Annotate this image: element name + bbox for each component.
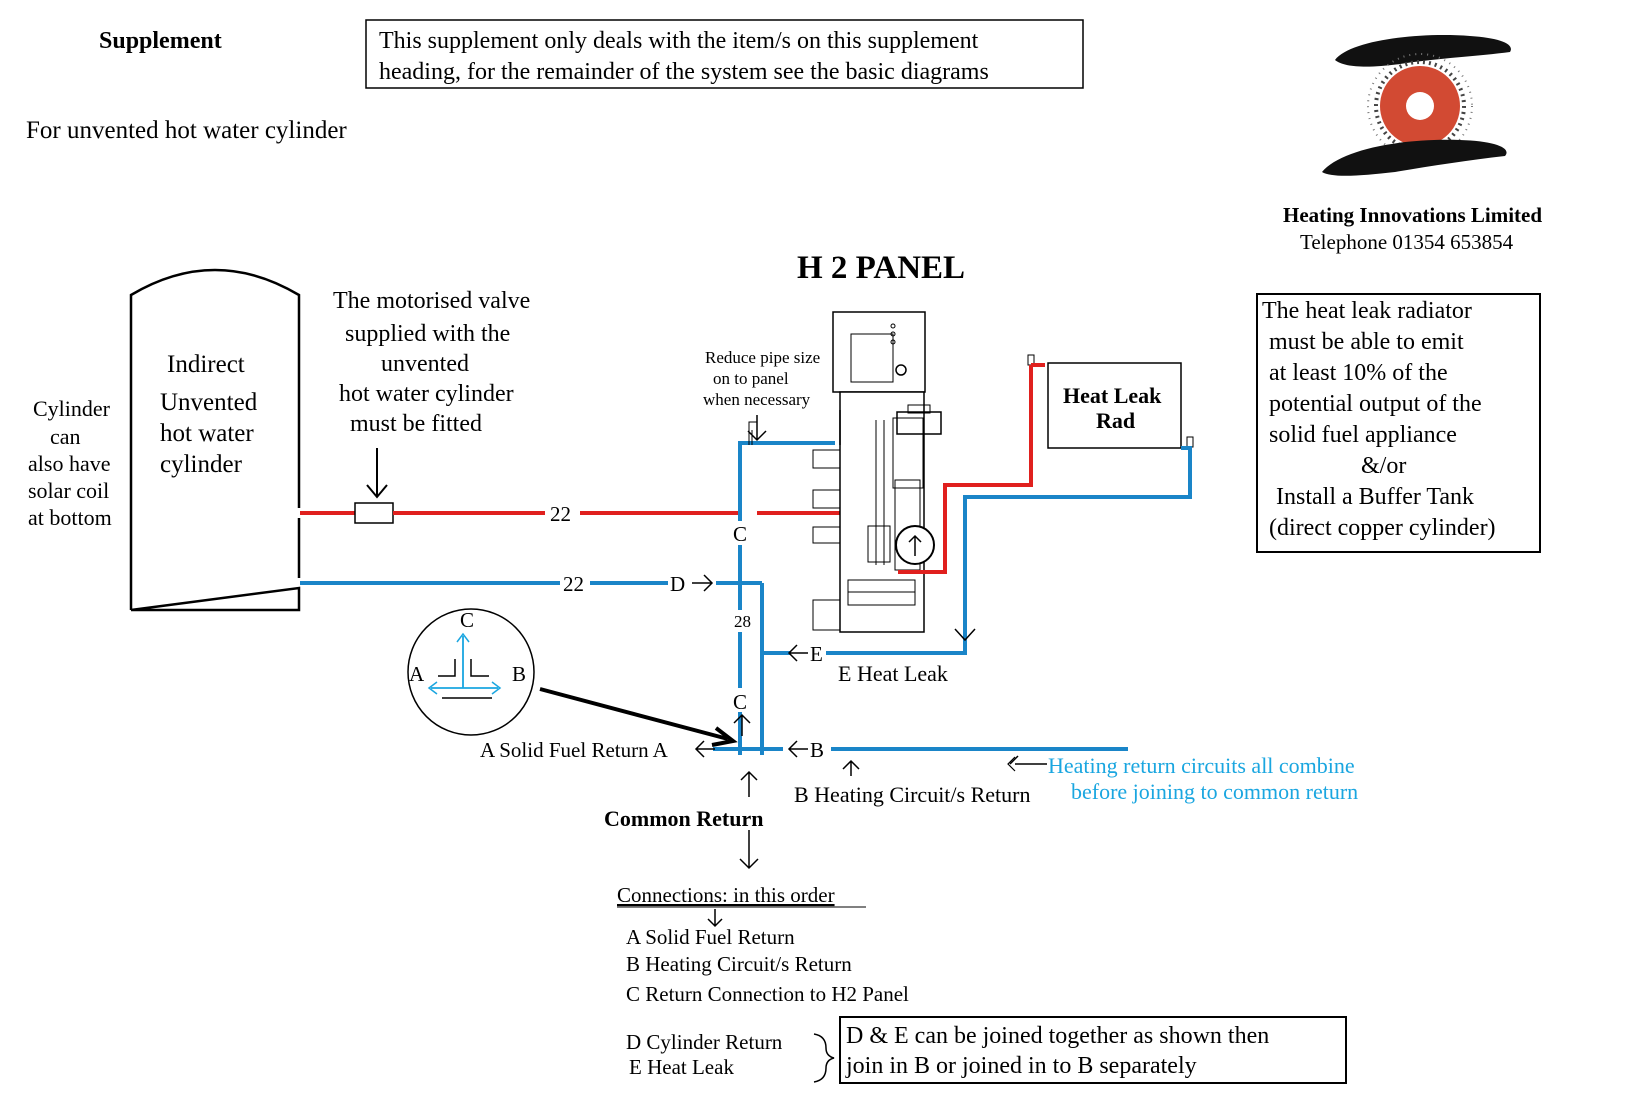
reduce-pipe-note: Reduce pipe size on to panel when necess… [703, 348, 820, 409]
d-flow-arrow [692, 574, 714, 592]
e-flow-arrow [787, 644, 808, 662]
tee-c-label: C [460, 608, 474, 632]
combine-pointer-arrow [1009, 755, 1047, 765]
motorised-valve [354, 502, 394, 524]
d-marker: D [670, 572, 685, 596]
common-size-label: 28 [734, 612, 751, 631]
common-return-riser-left [738, 441, 835, 755]
svg-text:The motorised valve: The motorised valve [333, 288, 530, 314]
b-marker: B [810, 738, 824, 762]
heating-combine-note-1: Heating return circuits all combine [1048, 753, 1355, 778]
c-marker-lower: C [733, 690, 747, 714]
svg-text:at least 10% of the: at least 10% of the [1269, 360, 1448, 386]
svg-text:potential output of the: potential output of the [1269, 391, 1482, 417]
heat-leak-radiator [1047, 362, 1182, 449]
b-up-arrow [842, 759, 860, 776]
valve-pointer-arrow [366, 448, 388, 499]
common-return-label: Common Return [604, 806, 764, 831]
connections-heading: Connections: in this order [617, 883, 835, 907]
company-logo [1322, 35, 1511, 176]
panel-title: H 2 PANEL [797, 250, 965, 286]
de-note-box [839, 1016, 1347, 1084]
svg-text:at bottom: at bottom [28, 505, 112, 530]
supplement-note-line2: heading, for the remainder of the system… [379, 59, 989, 85]
supplement-note-box [365, 19, 1084, 89]
svg-text:solid fuel appliance: solid fuel appliance [1269, 422, 1457, 448]
flow-size-label: 22 [550, 502, 571, 526]
tee-b-label: B [512, 662, 526, 686]
company-telephone: Telephone 01354 653854 [1300, 230, 1514, 254]
svg-text:supplied with the: supplied with the [345, 321, 510, 347]
motorised-valve-note: The motorised valve supplied with the un… [333, 288, 530, 437]
connection-c: C Return Connection to H2 Panel [626, 982, 909, 1006]
heating-combine-note-2: before joining to common return [1071, 779, 1358, 804]
tee-detail: C A B [407, 608, 535, 736]
tee-a-label: A [409, 662, 425, 686]
return-size-label: 22 [563, 572, 584, 596]
de-brace [813, 1033, 835, 1083]
connection-a: A Solid Fuel Return [626, 925, 795, 949]
de-note-line1: D & E can be joined together as shown th… [846, 1023, 1269, 1049]
svg-text:when necessary: when necessary [703, 390, 811, 409]
a-flow-arrow [694, 740, 715, 758]
heat-leak-rad-label-1: Heat Leak [1063, 383, 1162, 408]
c-marker-upper: C [733, 522, 747, 546]
heat-leak-flow-pipe [898, 365, 1033, 574]
heat-leak-rad-label-2: Rad [1096, 408, 1135, 433]
page-subtitle: For unvented hot water cylinder [26, 117, 347, 144]
svg-text:&/or: &/or [1361, 453, 1406, 479]
connections-arrow [707, 909, 723, 928]
supplement-heading: Supplement [99, 28, 222, 54]
cylinder-label-1: Indirect [167, 351, 245, 378]
heat-leak-label: E Heat Leak [838, 661, 948, 686]
svg-text:The heat leak radiator: The heat leak radiator [1262, 298, 1472, 324]
de-note-line2: join in B or joined in to B separately [845, 1053, 1197, 1079]
svg-text:(direct copper cylinder): (direct copper cylinder) [1269, 515, 1496, 541]
h2-panel [812, 311, 942, 633]
supplement-note-line1: This supplement only deals with the item… [379, 28, 979, 54]
svg-text:Cylinder: Cylinder [33, 396, 111, 421]
cylinder-label-2: Unvented [160, 389, 258, 416]
sun-icon [1367, 53, 1473, 159]
svg-text:hot water cylinder: hot water cylinder [339, 381, 514, 407]
connection-e: E Heat Leak [629, 1055, 734, 1079]
reduce-pointer-arrow [747, 415, 767, 442]
cylinder-label-3: hot water [160, 420, 254, 447]
heating-return-label: B Heating Circuit/s Return [794, 782, 1030, 807]
svg-text:Reduce pipe size: Reduce pipe size [705, 348, 820, 367]
tee-pointer-arrow [539, 687, 729, 741]
heat-leak-down-arrow [954, 628, 976, 642]
b-flow-arrow [787, 740, 808, 758]
cylinder-label-4: cylinder [160, 451, 243, 478]
solid-fuel-return-label: A Solid Fuel Return A [480, 738, 669, 762]
svg-text:unvented: unvented [381, 351, 469, 377]
c-flow-arrow [733, 713, 751, 736]
connection-b: B Heating Circuit/s Return [626, 952, 852, 976]
cylinder-note: Cylinder can also have solar coil at bot… [28, 396, 112, 530]
indirect-cylinder: Indirect Unvented hot water cylinder [129, 268, 301, 612]
heat-leak-note-box [1256, 293, 1541, 553]
svg-text:also have: also have [28, 451, 110, 476]
heat-leak-note: The heat leak radiator must be able to e… [1262, 298, 1496, 541]
svg-text:must be fitted: must be fitted [350, 411, 482, 437]
rad-return-valve [1186, 436, 1194, 448]
svg-text:on to panel: on to panel [713, 369, 789, 388]
connection-d: D Cylinder Return [626, 1030, 783, 1054]
e-marker: E [810, 642, 823, 666]
svg-text:Install a Buffer Tank: Install a Buffer Tank [1276, 484, 1474, 510]
heat-leak-return-pipe [783, 446, 1192, 655]
common-return-down-arrow [739, 830, 759, 870]
common-return-up-arrow [740, 770, 758, 797]
svg-text:can: can [50, 424, 81, 449]
svg-text:solar coil: solar coil [28, 478, 109, 503]
company-name: Heating Innovations Limited [1283, 203, 1542, 227]
svg-text:must be able to emit: must be able to emit [1269, 329, 1464, 355]
